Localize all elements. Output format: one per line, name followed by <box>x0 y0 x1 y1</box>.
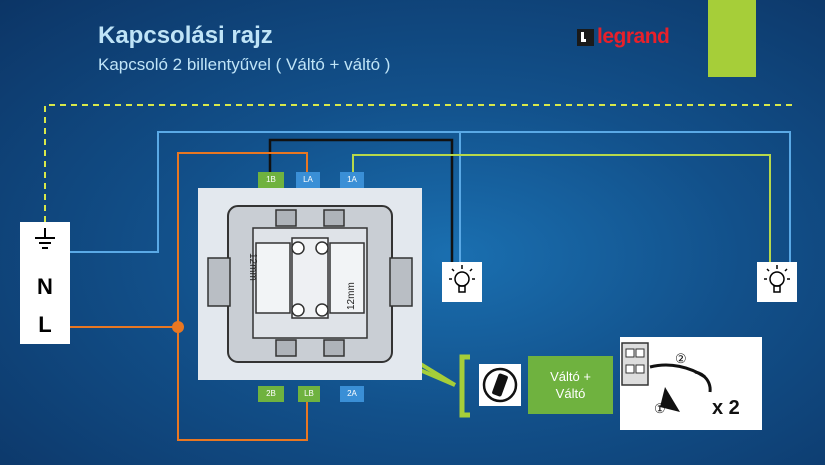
lamp1-wire <box>268 138 454 262</box>
terminal-1a: 1A <box>340 172 364 188</box>
legrand-mark-icon <box>577 28 594 46</box>
callout-bracket <box>459 354 470 418</box>
installation-illustration: ① ② <box>620 337 762 430</box>
terminal-2b: 2B <box>258 386 284 402</box>
lamp2-wire <box>352 154 771 262</box>
neutral-wire-lamp1 <box>158 131 461 262</box>
brand-logo: legrand <box>577 25 670 49</box>
switch-drawing <box>207 205 413 363</box>
earth-wire <box>44 104 795 222</box>
switch-type-line2: Váltó <box>555 386 586 401</box>
accent-bar <box>708 0 756 77</box>
line-label: L <box>38 312 52 337</box>
logo-text: legrand <box>597 25 670 48</box>
multiplier-label: x 2 <box>712 397 740 419</box>
ground-icon <box>35 228 55 249</box>
line-wire-top <box>177 152 308 327</box>
page-subtitle: Kapcsoló 2 billentyűvel ( Váltó + váltó … <box>98 55 391 74</box>
page-title: Kapcsolási rajz <box>98 22 273 49</box>
switch-type-label: Váltó + Váltó <box>528 356 613 414</box>
terminal-la: LA <box>296 172 320 188</box>
switch-mechanism: 12mm 12mm <box>198 188 422 380</box>
terminal-lb: LB <box>298 386 320 402</box>
lamp-1 <box>442 262 482 302</box>
dimension-label-right: 12mm <box>346 282 357 310</box>
switch-type-line1: Váltó + <box>550 369 591 384</box>
line-wire-bottom <box>177 327 308 441</box>
rocker-switch-icon <box>479 364 521 406</box>
lightbulb-icon <box>449 265 475 293</box>
junction-dot <box>172 321 184 333</box>
terminal-2a: 2A <box>340 386 364 402</box>
neutral-label: N <box>37 274 53 299</box>
supply-terminal: N L <box>20 222 70 344</box>
dimension-label-left: 12mm <box>247 253 258 281</box>
step-2-label: ② <box>675 351 687 366</box>
terminal-1b: 1B <box>258 172 284 188</box>
lightbulb-icon <box>764 265 790 293</box>
step-1-label: ① <box>654 401 666 416</box>
lamp-2 <box>757 262 797 302</box>
install-drawing <box>621 342 712 412</box>
